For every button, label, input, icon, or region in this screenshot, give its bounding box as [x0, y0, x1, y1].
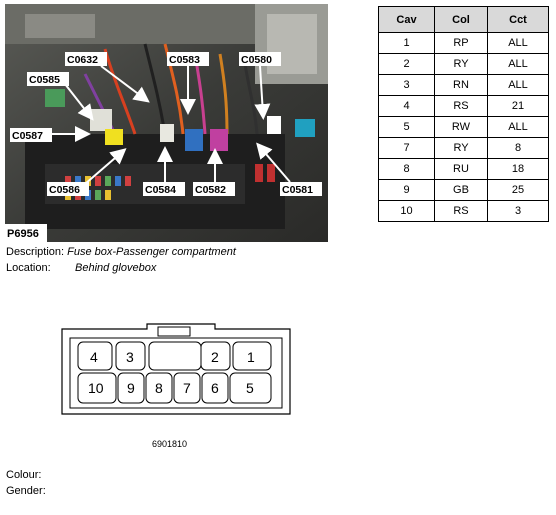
pin-label: 5: [246, 380, 254, 396]
cell-cav: 5: [378, 116, 435, 138]
callout-c0586: C0586: [47, 148, 127, 196]
cell-cav: 2: [378, 53, 435, 75]
callout-c0585: C0585: [27, 72, 94, 121]
pin-label: 8: [155, 380, 163, 396]
photo-id: P6956: [7, 228, 39, 240]
pin-label: 6: [211, 380, 219, 396]
connector-face-diagram: 4 3 2 1 10 9 8 7 6 5: [61, 323, 291, 415]
cell-cav: 8: [378, 158, 435, 180]
callout-c0584: C0584: [143, 146, 185, 196]
header-col: Col: [434, 6, 488, 33]
location-label: Location:: [6, 262, 51, 274]
pin-label: 4: [90, 349, 98, 365]
svg-text:C0632: C0632: [67, 54, 98, 66]
cell-cav: 4: [378, 95, 435, 117]
pin-label: 9: [127, 380, 135, 396]
svg-text:C0581: C0581: [282, 184, 313, 196]
cell-col: RW: [434, 116, 488, 138]
cell-cct: 21: [487, 95, 549, 117]
cell-cct: ALL: [487, 74, 549, 96]
pin-label: 7: [183, 380, 191, 396]
svg-text:C0580: C0580: [241, 54, 272, 66]
cell-cct: ALL: [487, 116, 549, 138]
cell-cct: 3: [487, 200, 549, 222]
svg-text:C0585: C0585: [29, 74, 60, 86]
cell-col: RN: [434, 74, 488, 96]
header-cav: Cav: [378, 6, 435, 33]
gender-label: Gender:: [6, 485, 46, 497]
svg-text:C0587: C0587: [12, 130, 43, 142]
description-row: Description: Fuse box-Passenger compartm…: [6, 246, 236, 259]
svg-text:C0584: C0584: [145, 184, 176, 196]
cell-col: RS: [434, 200, 488, 222]
cell-col: RU: [434, 158, 488, 180]
description-label: Description:: [6, 246, 65, 258]
cell-col: RY: [434, 53, 488, 75]
pin-label: 1: [247, 349, 255, 365]
cell-col: RS: [434, 95, 488, 117]
description-value: Fuse box-Passenger compartment: [67, 246, 236, 258]
cell-cct: 8: [487, 137, 549, 159]
pin-label: 10: [88, 380, 104, 396]
callout-c0582: C0582: [193, 148, 235, 196]
cell-cct: 18: [487, 158, 549, 180]
cell-cct: ALL: [487, 53, 549, 75]
callout-c0581: C0581: [256, 142, 322, 196]
location-value: Behind glovebox: [75, 262, 157, 274]
cell-cav: 10: [378, 200, 435, 222]
cell-cav: 9: [378, 179, 435, 201]
cell-col: RP: [434, 32, 488, 54]
fusebox-photo: C0632 C0583 C0580 C0585 C0587 C0586 C058…: [5, 4, 328, 242]
svg-text:C0583: C0583: [169, 54, 200, 66]
callout-c0587: C0587: [10, 126, 91, 142]
header-cct: Cct: [487, 6, 549, 33]
cell-cav: 7: [378, 137, 435, 159]
callout-c0583: C0583: [167, 52, 209, 115]
cell-col: GB: [434, 179, 488, 201]
cell-cav: 1: [378, 32, 435, 54]
cell-col: RY: [434, 137, 488, 159]
callout-c0580: C0580: [239, 52, 281, 120]
cell-cct: ALL: [487, 32, 549, 54]
cell-cav: 3: [378, 74, 435, 96]
colour-label: Colour:: [6, 469, 42, 481]
callout-c0632: C0632: [65, 52, 150, 103]
location-row: Location: Behind glovebox: [6, 262, 156, 275]
cell-cct: 25: [487, 179, 549, 201]
pin-label: 2: [211, 349, 219, 365]
svg-text:C0586: C0586: [49, 184, 80, 196]
pin-label: 3: [126, 349, 134, 365]
svg-text:C0582: C0582: [195, 184, 226, 196]
drawing-id: 6901810: [152, 439, 188, 449]
